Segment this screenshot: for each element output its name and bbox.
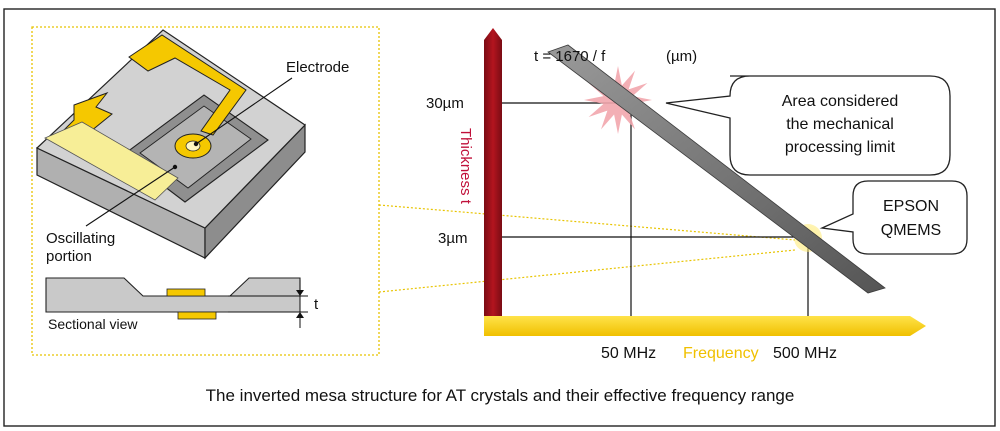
section-electrode-top	[166, 288, 206, 297]
electrode-leader	[195, 77, 293, 145]
y-axis-label: Thickness t	[457, 128, 474, 205]
electrode-trace-top	[128, 34, 247, 136]
oscillating-leader	[85, 166, 176, 227]
section-body	[45, 277, 301, 313]
sectional-view-label: Sectional view	[48, 316, 138, 332]
thickness-frequency-line	[547, 44, 886, 294]
callout-qmems-line2: QMEMS	[881, 222, 941, 239]
callout-qmems-line1: EPSON	[883, 198, 939, 215]
x-tick-500mhz: 500 MHz	[773, 345, 837, 362]
formula-label: t = 1670 / f	[534, 48, 606, 65]
zoom-line-lower	[378, 249, 796, 293]
x-axis-arrow	[484, 316, 926, 336]
electrode-label: Electrode	[286, 59, 349, 76]
thickness-arrowhead-lower	[296, 312, 304, 318]
figure-caption: The inverted mesa structure for AT cryst…	[206, 386, 795, 405]
y-tick-3um: 3µm	[438, 230, 467, 247]
electrode-trace-bottom	[44, 121, 179, 201]
y-tick-30um: 30µm	[426, 95, 464, 112]
callout-limit	[665, 75, 951, 176]
callout-limit-line1: Area considered	[782, 93, 899, 110]
graph: Thickness t Frequency 30µm 3µm 50 MHz 50…	[426, 28, 968, 362]
zoom-line-upper	[378, 204, 796, 241]
callout-limit-line2: the mechanical	[786, 116, 894, 133]
thickness-arrowhead-upper	[296, 290, 304, 296]
oscillating-leader-dot	[172, 164, 178, 170]
callout-qmems	[819, 180, 968, 255]
formula-unit: (µm)	[666, 48, 697, 65]
callout-limit-line3: processing limit	[785, 139, 896, 156]
section-electrode-bottom	[177, 311, 217, 320]
x-tick-50mhz: 50 MHz	[601, 345, 656, 362]
inset-frame	[31, 26, 380, 356]
oscillating-label-line1: Oscillating	[46, 230, 115, 247]
device-illustration: Electrode Oscillating portion	[35, 29, 349, 265]
y-axis-arrow	[484, 28, 502, 336]
thickness-symbol: t	[314, 296, 319, 313]
oscillating-label-line2: portion	[46, 248, 92, 265]
electrode-leader-dot	[193, 141, 199, 147]
sectional-view: t Sectional view	[45, 277, 319, 332]
x-axis-label: Frequency	[683, 345, 759, 362]
